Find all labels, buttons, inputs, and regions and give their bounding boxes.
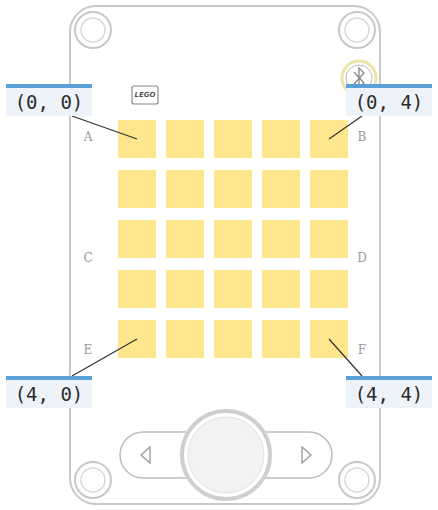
port-letter: A <box>84 130 93 144</box>
matrix-pixel <box>118 220 156 258</box>
matrix-pixel <box>262 170 300 208</box>
matrix-pixel <box>166 270 204 308</box>
coordinate-tag: (4, 4) <box>346 376 432 408</box>
matrix-pixel <box>262 220 300 258</box>
port-letter: C <box>83 251 92 265</box>
matrix-pixel <box>214 320 252 358</box>
matrix-pixel <box>214 120 252 158</box>
coordinate-text: (4, 0) <box>15 383 84 405</box>
leader-lines <box>72 116 362 376</box>
coordinate-tag: (0, 4) <box>346 84 432 116</box>
coordinate-text: (0, 4) <box>355 91 424 113</box>
port-letter: F <box>358 343 366 357</box>
matrix-pixel <box>166 320 204 358</box>
matrix-pixel <box>118 170 156 208</box>
leader-line <box>72 116 137 139</box>
logo-badge <box>132 86 158 104</box>
port-letter: E <box>84 343 93 357</box>
coordinate-text: (4, 4) <box>355 383 424 405</box>
matrix-pixel <box>262 120 300 158</box>
matrix-pixel <box>310 170 348 208</box>
center-button <box>120 411 332 499</box>
matrix-pixel <box>118 270 156 308</box>
coordinate-tag: (0, 0) <box>6 84 92 116</box>
coordinate-tag: (4, 0) <box>6 376 92 408</box>
leader-line <box>329 116 362 139</box>
leader-line <box>72 339 137 376</box>
light-matrix <box>118 120 348 358</box>
logo-text: LEGO <box>135 91 156 99</box>
matrix-pixel <box>166 220 204 258</box>
matrix-pixel <box>166 170 204 208</box>
matrix-pixel <box>214 170 252 208</box>
matrix-pixel <box>262 320 300 358</box>
matrix-pixel <box>214 270 252 308</box>
matrix-pixel <box>310 270 348 308</box>
matrix-pixel <box>214 220 252 258</box>
hub-body <box>70 6 380 504</box>
matrix-pixel <box>310 220 348 258</box>
matrix-pixel <box>166 120 204 158</box>
coordinate-text: (0, 0) <box>15 91 84 113</box>
port-letter: B <box>358 130 367 144</box>
port-letter: D <box>357 251 367 265</box>
leader-line <box>329 339 362 376</box>
matrix-pixel <box>262 270 300 308</box>
